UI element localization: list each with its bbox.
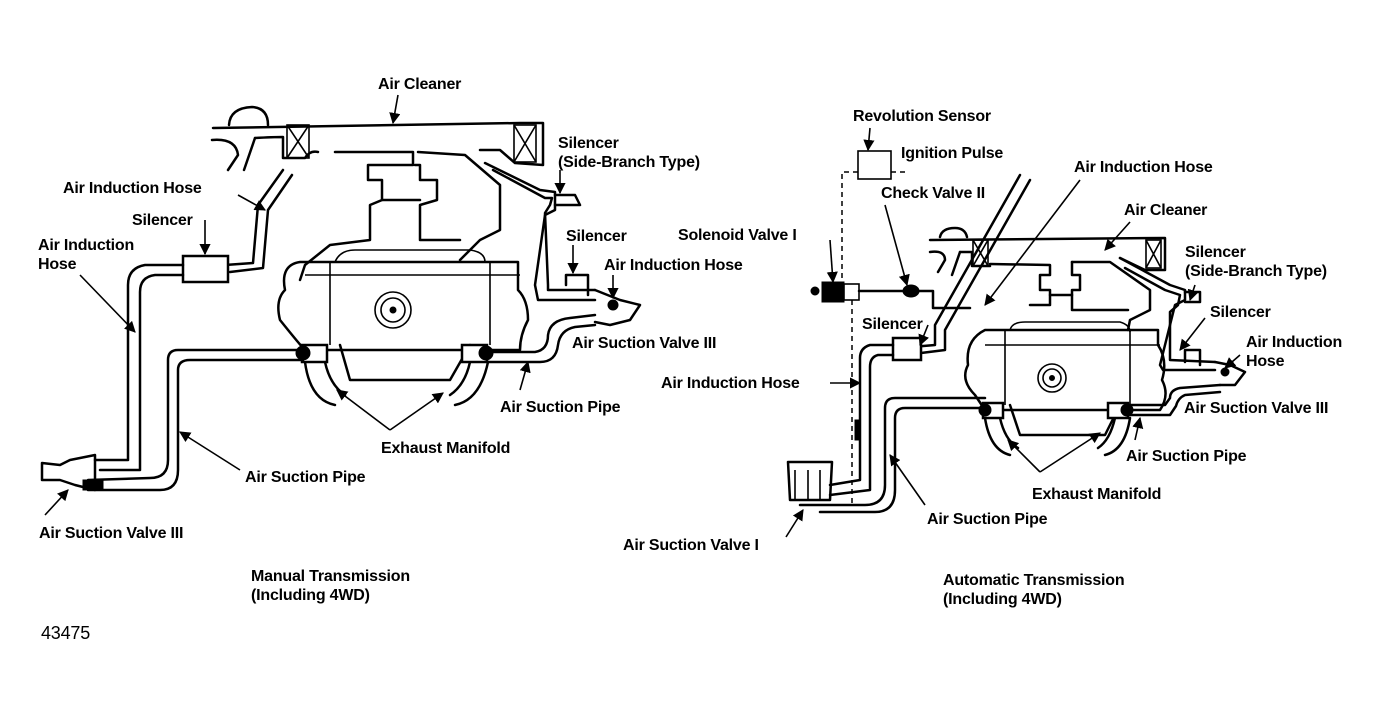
- label-air-induction-hose-left-manual: Air Induction Hose: [38, 237, 135, 273]
- exhaust-manifold-manual: [295, 343, 494, 407]
- label-air-induction-hose-right-manual: Air Induction Hose: [604, 257, 743, 274]
- label-air-cleaner-manual: Air Cleaner: [378, 76, 462, 93]
- engine-block-manual: [277, 249, 530, 382]
- air-suction-valve-iii-left-manual: [40, 348, 305, 492]
- label-silencer-left-automatic: Silencer: [862, 316, 923, 333]
- label-air-suction-pipe-right-manual: Air Suction Pipe: [500, 399, 621, 416]
- revolution-sensor: [841, 150, 905, 505]
- caption-automatic-transmission: Automatic Transmission (Including 4WD): [943, 572, 1125, 608]
- label-solenoid-valve-i: Solenoid Valve I: [678, 227, 797, 244]
- manual-transmission-diagram: [40, 94, 642, 516]
- label-air-induction-hose-top-automatic: Air Induction Hose: [1074, 159, 1213, 176]
- label-air-suction-valve-i: Air Suction Valve I: [623, 537, 759, 554]
- label-silencer-left-manual: Silencer: [132, 212, 193, 229]
- label-air-cleaner-automatic: Air Cleaner: [1124, 202, 1208, 219]
- label-exhaust-manifold-manual: Exhaust Manifold: [381, 440, 511, 457]
- label-air-suction-pipe-right-automatic: Air Suction Pipe: [1126, 448, 1247, 465]
- label-air-suction-pipe-left-automatic: Air Suction Pipe: [927, 511, 1048, 528]
- air-cleaner-manual: [210, 105, 545, 172]
- label-air-suction-valve-iii-automatic: Air Suction Valve III: [1184, 400, 1329, 417]
- solenoid-valve-i: [810, 281, 972, 310]
- automatic-transmission-diagram: [785, 127, 1247, 538]
- label-silencer-right-manual: Silencer: [566, 228, 627, 245]
- label-revolution-sensor: Revolution Sensor: [853, 108, 991, 125]
- label-air-induction-hose-right-automatic: Air Induction Hose: [1246, 334, 1343, 370]
- figure-number: 43475: [41, 623, 91, 643]
- label-air-suction-valve-iii-right-manual: Air Suction Valve III: [572, 335, 717, 352]
- air-induction-right-manual: [483, 161, 642, 364]
- label-air-induction-hose-left-automatic: Air Induction Hose: [661, 375, 800, 392]
- label-air-suction-pipe-left-manual: Air Suction Pipe: [245, 469, 366, 486]
- air-induction-hose-left-manual: [93, 168, 294, 472]
- leader-lines-automatic: [785, 127, 1241, 538]
- label-check-valve-ii: Check Valve II: [881, 185, 985, 202]
- label-air-induction-hose-top-manual: Air Induction Hose: [63, 180, 202, 197]
- air-induction-right-automatic: [1118, 256, 1247, 417]
- label-silencer-side-branch-manual: Silencer (Side-Branch Type): [558, 135, 700, 171]
- label-exhaust-manifold-automatic: Exhaust Manifold: [1032, 486, 1162, 503]
- air-suction-valve-i: [786, 396, 987, 514]
- caption-manual-transmission: Manual Transmission (Including 4WD): [251, 568, 410, 604]
- label-air-suction-valve-iii-left-manual: Air Suction Valve III: [39, 525, 184, 542]
- label-silencer-right-automatic: Silencer: [1210, 304, 1271, 321]
- label-silencer-side-branch-automatic: Silencer (Side-Branch Type): [1185, 244, 1327, 280]
- intake-manifold-automatic: [988, 260, 1152, 332]
- label-ignition-pulse: Ignition Pulse: [901, 145, 1004, 162]
- leader-lines-manual: [44, 94, 619, 516]
- air-cleaner-automatic: [928, 226, 1167, 277]
- engine-block-automatic: [963, 321, 1167, 437]
- air-induction-hose-left-automatic: [828, 173, 1032, 497]
